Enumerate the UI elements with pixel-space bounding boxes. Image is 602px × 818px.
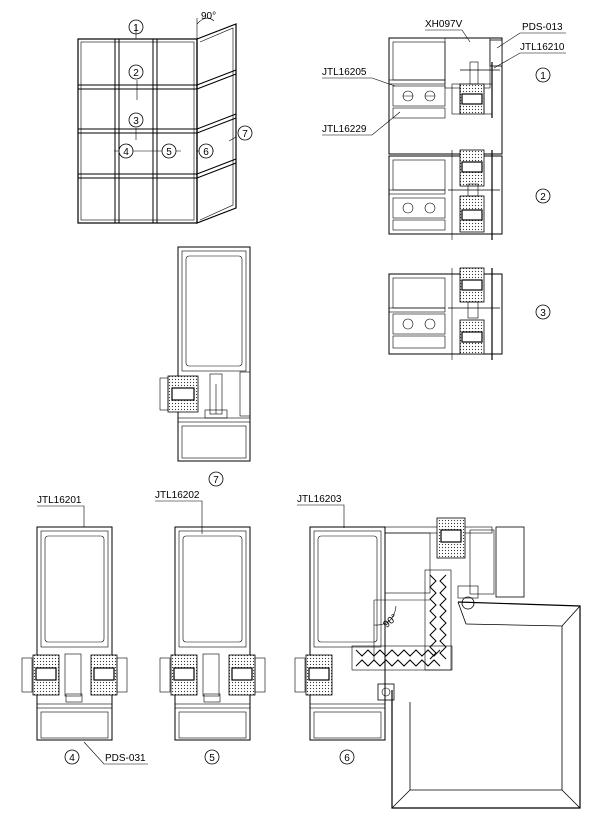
section-4 — [21, 526, 128, 741]
section-5 — [159, 526, 266, 741]
section-7 — [159, 246, 251, 462]
svg-text:4: 4 — [69, 753, 75, 764]
section-1 — [388, 37, 503, 155]
callout-6: 6 — [198, 143, 214, 159]
svg-text:5: 5 — [166, 147, 172, 158]
label-jtl16229: JTL16229 — [322, 111, 401, 136]
section-callout-4: 4 — [64, 749, 80, 765]
callout-3: 3 — [128, 112, 144, 128]
section-callout-6: 6 — [339, 749, 355, 765]
svg-text:7: 7 — [242, 129, 248, 140]
callout-4: 4 — [118, 143, 134, 159]
label-jtl16210: JTL16210 — [493, 42, 566, 69]
label-jtl16203: JTL16203 — [297, 494, 345, 528]
svg-text:2: 2 — [540, 192, 546, 203]
svg-text:1: 1 — [133, 23, 139, 34]
section-callout-5: 5 — [204, 749, 220, 765]
callout-5: 5 — [161, 143, 177, 159]
section-6: 90° — [294, 517, 581, 809]
svg-text:PDS-013: PDS-013 — [522, 22, 563, 33]
svg-text:PDS-031: PDS-031 — [105, 753, 146, 764]
section-callout-2: 2 — [535, 188, 551, 204]
svg-text:JTL16210: JTL16210 — [520, 42, 565, 53]
svg-text:2: 2 — [133, 68, 139, 79]
label-jtl16201: JTL16201 — [37, 495, 85, 527]
svg-text:4: 4 — [123, 147, 129, 158]
svg-text:JTL16201: JTL16201 — [37, 495, 82, 506]
corner-angle-label: 90° — [381, 612, 400, 630]
svg-text:5: 5 — [209, 753, 215, 764]
label-pds013: PDS-013 — [496, 22, 566, 49]
svg-text:3: 3 — [540, 308, 546, 319]
svg-text:1: 1 — [540, 71, 546, 82]
section-2 — [388, 149, 503, 240]
svg-text:7: 7 — [213, 475, 219, 486]
section-callout-7: 7 — [208, 471, 224, 487]
svg-text:XH097V: XH097V — [425, 19, 463, 30]
section-3 — [388, 267, 503, 360]
callout-2: 2 — [128, 64, 144, 80]
svg-text:JTL16203: JTL16203 — [297, 494, 342, 505]
svg-text:JTL16205: JTL16205 — [322, 67, 367, 78]
callout-7: 7 — [237, 125, 253, 141]
svg-text:6: 6 — [203, 147, 209, 158]
svg-text:JTL16202: JTL16202 — [155, 490, 200, 501]
label-jtl16202: JTL16202 — [155, 490, 203, 534]
elevation-view: 90° — [77, 11, 237, 224]
elevation-angle-label: 90° — [201, 11, 216, 22]
callout-1: 1 — [128, 19, 144, 35]
svg-text:JTL16229: JTL16229 — [322, 124, 367, 135]
section-callout-3: 3 — [535, 304, 551, 320]
label-jtl16205: JTL16205 — [322, 67, 396, 87]
svg-text:3: 3 — [133, 116, 139, 127]
svg-text:6: 6 — [344, 753, 350, 764]
label-xh097v: XH097V — [425, 19, 471, 43]
section-callout-1: 1 — [535, 67, 551, 83]
label-pds031: PDS-031 — [83, 741, 148, 765]
